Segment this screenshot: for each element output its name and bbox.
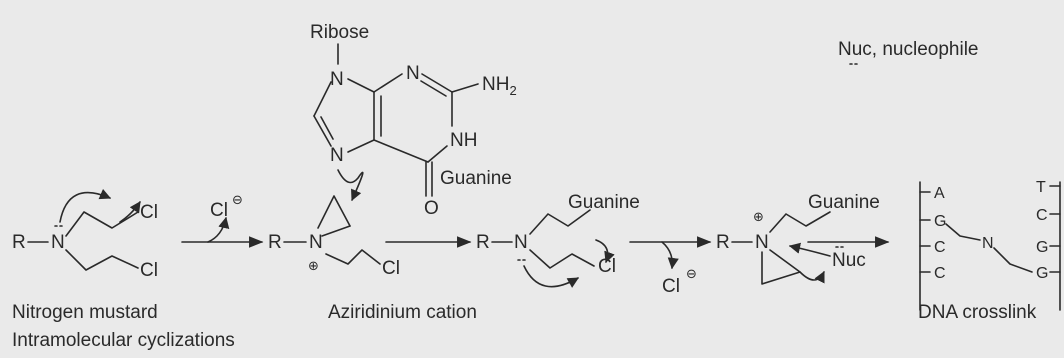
chain-upper <box>769 211 831 233</box>
chain <box>325 249 381 265</box>
bond <box>320 116 334 140</box>
guanine-label: Guanine <box>440 168 512 189</box>
bond <box>321 225 351 237</box>
mustard-n: N <box>51 232 65 253</box>
dna-crosslink: A G C C T C G G N <box>919 179 1061 311</box>
chain-lower <box>529 249 595 269</box>
leaving-arrow <box>595 239 615 264</box>
base-right-2: C <box>1036 207 1048 224</box>
mustard-cl2: Cl <box>140 260 158 281</box>
cyclization-arrow <box>59 188 112 223</box>
chain-upper <box>529 209 591 235</box>
step3-n: N <box>514 232 528 253</box>
aziridinium-cation: R N ⊕ Cl <box>268 195 400 279</box>
reaction-arrow-1: Cl ⊖ <box>181 192 264 248</box>
step4-n: N <box>755 232 769 253</box>
legend-nuc-text: Nuc, nucleophile <box>838 39 978 60</box>
nh2-text: NH <box>482 74 509 95</box>
guanine-n9: N <box>330 69 344 90</box>
azir-cl: Cl <box>382 258 400 279</box>
base-right-3: G <box>1036 239 1048 256</box>
curl-arrow <box>661 241 679 270</box>
reaction-arrow-3: Cl ⊖ <box>629 236 712 297</box>
bond <box>313 81 332 117</box>
label-crosslink: DNA crosslink <box>918 302 1037 323</box>
base-right-4: G <box>1036 265 1048 282</box>
cyclization-arrow <box>523 265 579 288</box>
bond <box>427 145 448 163</box>
step4-nuc: Nuc <box>832 250 866 271</box>
base-right-1: T <box>1036 179 1046 196</box>
label-aziridinium: Aziridinium cation <box>328 302 477 323</box>
bond <box>347 139 375 153</box>
attack-arrow <box>337 169 364 202</box>
bond <box>373 139 429 163</box>
crosslink-right <box>993 247 1033 273</box>
bond <box>347 78 375 93</box>
aziridine-ring <box>761 249 801 285</box>
base-left-3: C <box>934 239 946 256</box>
aziridine-ring <box>317 195 351 229</box>
guanine-structure: Ribose N N NH2 NH N O Guanine <box>310 22 517 219</box>
chain-lower <box>65 249 139 271</box>
crosslink-n: N <box>982 235 994 252</box>
nh2-subscript: 2 <box>509 83 516 98</box>
step3-r: R <box>476 232 490 253</box>
alkylated-guanine: R N Guanine Cl <box>476 192 640 288</box>
leaving-arrow <box>119 201 141 223</box>
second-aziridinium: R N ⊕ Guanine Nuc <box>716 192 880 285</box>
crosslink-left <box>945 223 981 241</box>
guanine-n3: N <box>406 63 420 84</box>
guanine-n7: N <box>330 145 344 166</box>
chloride-cl: Cl <box>662 276 680 297</box>
bond <box>313 115 332 147</box>
base-left-1: A <box>934 185 945 202</box>
label-cyclization: Intramolecular cyclizations <box>12 330 235 351</box>
chloride-charge: ⊖ <box>686 266 697 281</box>
mustard-r: R <box>12 232 26 253</box>
base-left-2: G <box>934 213 946 230</box>
ring-open-arrow <box>799 270 825 284</box>
ribose-label: Ribose <box>310 22 369 43</box>
nucleophile-arrow <box>788 242 831 257</box>
bond <box>421 73 453 93</box>
azir-n: N <box>309 232 323 253</box>
curl-arrow <box>207 216 230 243</box>
step4-r: R <box>716 232 730 253</box>
guanine-nh: NH <box>450 130 477 151</box>
base-left-4: C <box>934 265 946 282</box>
guanine-o: O <box>424 198 439 219</box>
guanine-nh2: NH2 <box>482 74 517 98</box>
bond <box>451 83 479 93</box>
step4-charge: ⊕ <box>753 209 764 224</box>
azir-charge: ⊕ <box>308 258 319 273</box>
azir-r: R <box>268 232 282 253</box>
step4-guanine: Guanine <box>808 192 880 213</box>
mustard-cl1: Cl <box>140 202 158 223</box>
chloride-charge: ⊖ <box>232 192 243 207</box>
label-mustard: Nitrogen mustard <box>12 302 158 323</box>
bond <box>373 73 403 93</box>
nitrogen-mustard: R N Cl Cl <box>12 188 158 281</box>
bond <box>420 80 447 97</box>
chain-upper <box>65 211 139 237</box>
chloride-cl: Cl <box>210 200 228 221</box>
step3-guanine: Guanine <box>568 192 640 213</box>
legend: Nuc, nucleophile <box>838 39 978 65</box>
